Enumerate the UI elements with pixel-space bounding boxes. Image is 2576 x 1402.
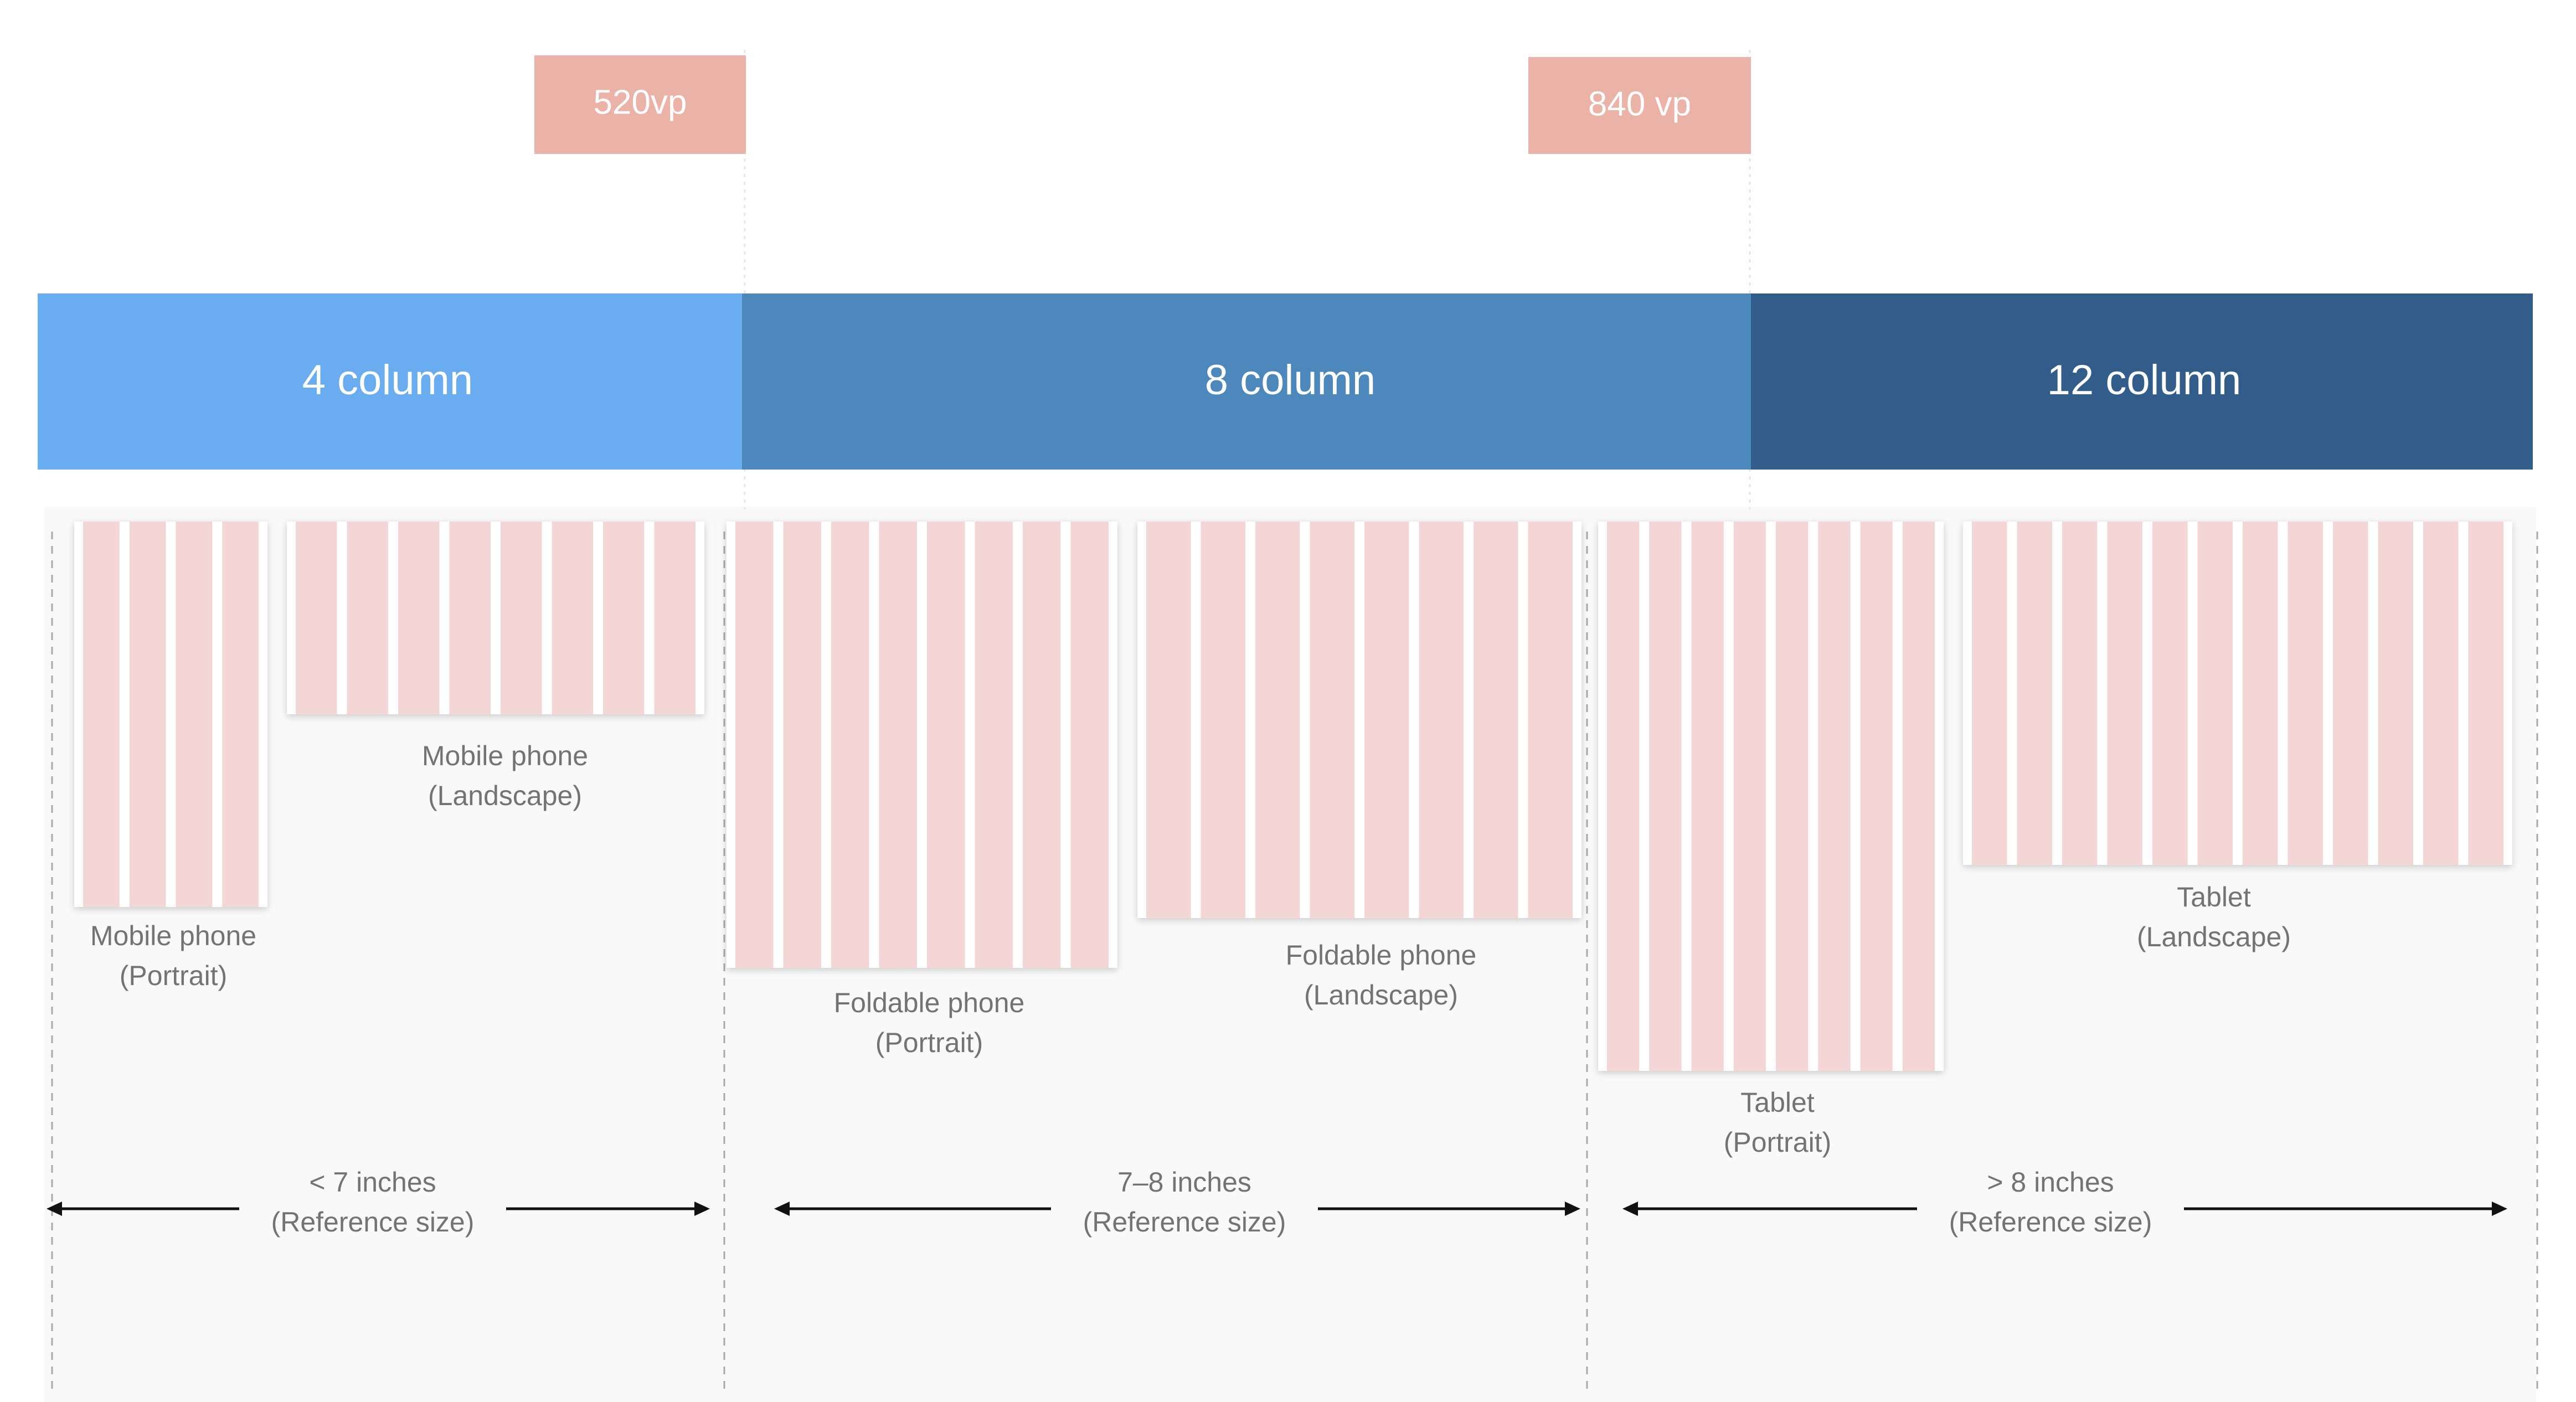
grid-column bbox=[449, 522, 491, 714]
device-sublabel: (Portrait) bbox=[875, 1027, 983, 1058]
band-12-column: 12 column bbox=[1751, 293, 2533, 470]
device-label: Foldable phone bbox=[1286, 940, 1477, 971]
grid-column bbox=[783, 522, 821, 968]
arrow-left-head bbox=[774, 1202, 790, 1216]
breakpoint-520: 520vp bbox=[534, 55, 746, 154]
tablet-landscape-card bbox=[1963, 522, 2512, 865]
grid-column bbox=[1733, 522, 1766, 1071]
grid-column bbox=[2062, 522, 2098, 865]
arrow-right-head bbox=[1565, 1202, 1580, 1216]
size-range-sublabel: (Reference size) bbox=[1083, 1207, 1286, 1238]
grid-column bbox=[398, 522, 440, 714]
grid-column bbox=[1255, 522, 1300, 918]
size-range-sublabel: (Reference size) bbox=[1949, 1207, 2152, 1238]
band-bar bbox=[1751, 293, 2533, 470]
grid-column bbox=[1902, 522, 1935, 1071]
size-range-medium: 7–8 inches (Reference size) bbox=[774, 1167, 1580, 1238]
grid-column bbox=[975, 522, 1013, 968]
grid-column bbox=[2378, 522, 2413, 865]
grid-column bbox=[603, 522, 645, 714]
grid-column bbox=[1310, 522, 1354, 918]
grid-column bbox=[1972, 522, 2007, 865]
device-sublabel: (Landscape) bbox=[428, 780, 582, 811]
breakpoint-box bbox=[1528, 57, 1751, 154]
grid-column bbox=[1649, 522, 1682, 1071]
grid-column bbox=[1528, 522, 1573, 918]
band-label: 12 column bbox=[2047, 357, 2242, 404]
grid-column bbox=[2333, 522, 2368, 865]
arrow-left-head bbox=[47, 1202, 62, 1216]
grid-column bbox=[2152, 522, 2188, 865]
device-label: Tablet bbox=[1740, 1087, 1815, 1118]
arrow-right-head bbox=[694, 1202, 710, 1216]
grid-column bbox=[654, 522, 695, 714]
device-sublabel: (Portrait) bbox=[1724, 1127, 1831, 1158]
foldable-phone-landscape-card bbox=[1137, 522, 1581, 918]
grid-column bbox=[2468, 522, 2503, 865]
grid-column bbox=[1419, 522, 1464, 918]
grid-column bbox=[2243, 522, 2278, 865]
size-range-label: < 7 inches bbox=[309, 1167, 436, 1198]
size-range-small: < 7 inches (Reference size) bbox=[47, 1167, 710, 1238]
breakpoint-840: 840 vp bbox=[1528, 57, 1751, 154]
breakpoint-label: 840 vp bbox=[1588, 85, 1691, 123]
grid-column bbox=[1474, 522, 1518, 918]
grid-column bbox=[501, 522, 542, 714]
device-screen bbox=[1963, 522, 2512, 865]
grid-column bbox=[552, 522, 593, 714]
grid-column bbox=[1818, 522, 1851, 1071]
mobile-phone-landscape-card bbox=[287, 522, 704, 714]
grid-column bbox=[831, 522, 869, 968]
grid-column bbox=[927, 522, 965, 968]
grid-column bbox=[222, 522, 259, 907]
size-range-label: 7–8 inches bbox=[1117, 1167, 1251, 1198]
mobile-phone-portrait-card bbox=[74, 522, 267, 907]
foldable-phone-portrait-card bbox=[727, 522, 1117, 968]
band-bar bbox=[742, 293, 1751, 470]
grid-column bbox=[1860, 522, 1893, 1071]
band-label: 8 column bbox=[1205, 357, 1375, 404]
grid-column bbox=[2288, 522, 2323, 865]
band-label: 4 column bbox=[302, 357, 473, 404]
device-sublabel: (Portrait) bbox=[120, 960, 227, 991]
device-sublabel: (Landscape) bbox=[2137, 921, 2291, 952]
device-label: Tablet bbox=[2177, 882, 2251, 913]
grid-column bbox=[2197, 522, 2233, 865]
grid-column bbox=[2017, 522, 2052, 865]
tablet-portrait-card bbox=[1598, 522, 1944, 1071]
band-8-column: 8 column bbox=[742, 293, 1751, 470]
device-label: Mobile phone bbox=[422, 740, 588, 771]
grid-column bbox=[1776, 522, 1809, 1071]
grid-column bbox=[879, 522, 917, 968]
arrow-right-head bbox=[2492, 1202, 2507, 1216]
grid-column bbox=[1146, 522, 1191, 918]
band-bar bbox=[38, 293, 742, 470]
grid-column bbox=[176, 522, 213, 907]
grid-column bbox=[1201, 522, 1245, 918]
grid-column bbox=[1023, 522, 1061, 968]
size-range-label: > 8 inches bbox=[1987, 1167, 2114, 1198]
grid-column bbox=[129, 522, 166, 907]
grid-column bbox=[1364, 522, 1409, 918]
device-sublabel: (Landscape) bbox=[1304, 980, 1458, 1011]
grid-column bbox=[1607, 522, 1640, 1071]
grid-column bbox=[2107, 522, 2142, 865]
grid-column bbox=[735, 522, 774, 968]
grid-column bbox=[1070, 522, 1109, 968]
grid-column bbox=[347, 522, 388, 714]
size-range-sublabel: (Reference size) bbox=[271, 1207, 475, 1238]
grid-column bbox=[296, 522, 337, 714]
grid-column bbox=[83, 522, 120, 907]
breakpoint-box bbox=[534, 55, 746, 154]
grid-column bbox=[1691, 522, 1724, 1071]
device-label: Mobile phone bbox=[90, 920, 256, 951]
grid-column bbox=[2423, 522, 2459, 865]
band-4-column: 4 column bbox=[38, 293, 742, 470]
size-range-large: > 8 inches (Reference size) bbox=[1622, 1167, 2507, 1238]
breakpoint-label: 520vp bbox=[594, 83, 687, 121]
device-label: Foldable phone bbox=[834, 987, 1025, 1018]
arrow-left-head bbox=[1622, 1202, 1638, 1216]
